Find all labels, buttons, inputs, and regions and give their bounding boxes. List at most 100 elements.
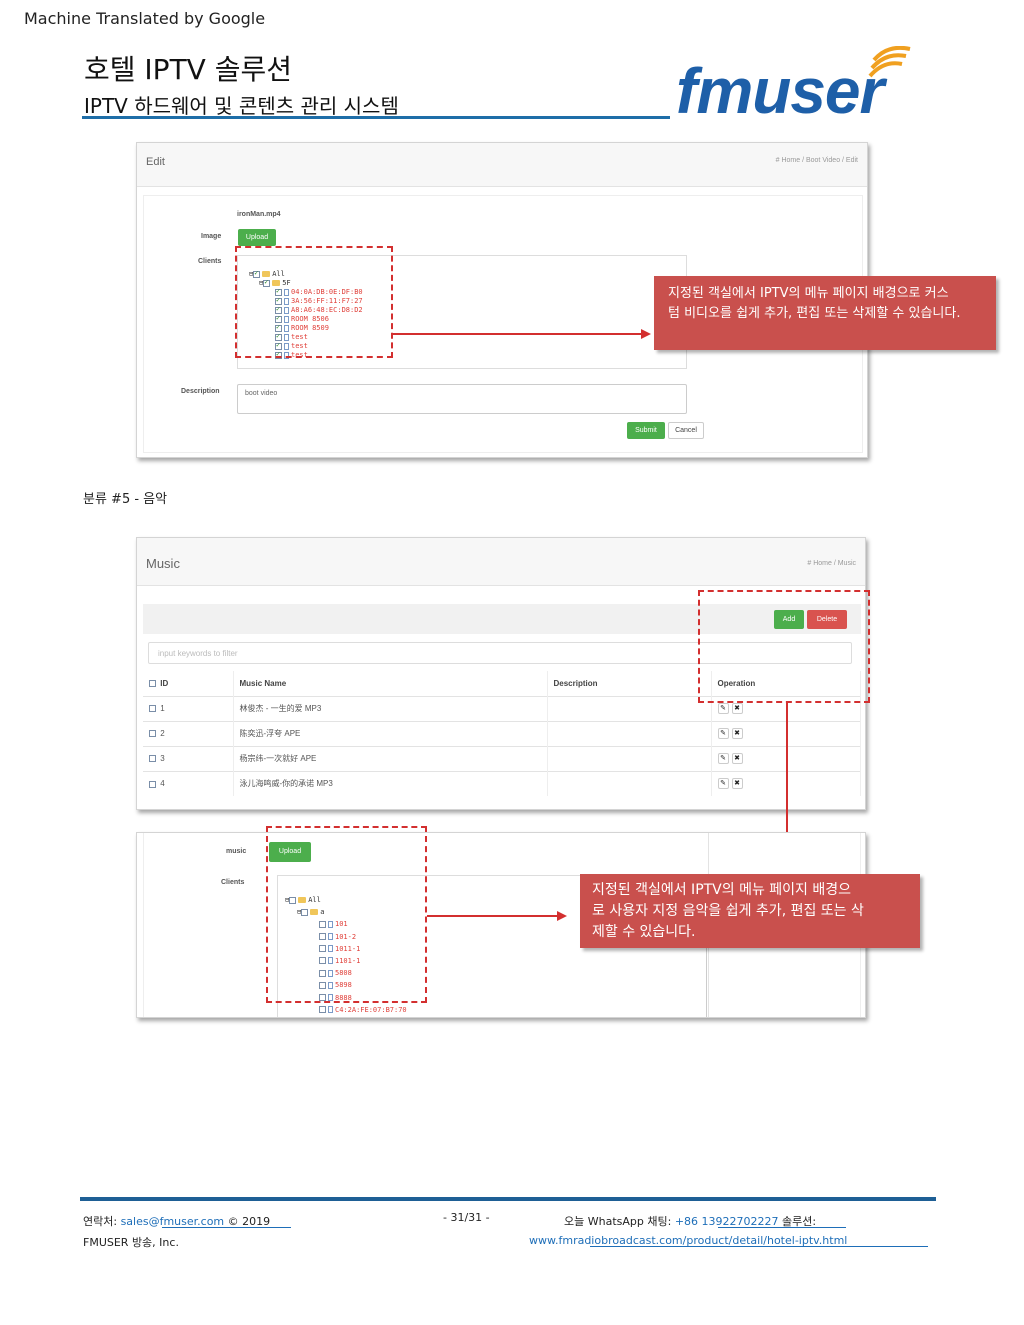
- phone-link[interactable]: +86 13922702227: [674, 1215, 779, 1228]
- callout-edit: 지정된 객실에서 IPTV의 메뉴 페이지 배경으로 커스 텀 비디오를 쉽게 …: [654, 276, 996, 350]
- filename-text: ironMan.mp4: [237, 211, 281, 218]
- description-label: Description: [181, 388, 220, 395]
- edit-pencil-icon[interactable]: ✎: [717, 753, 729, 764]
- footer-contact: 연락처: sales@fmuser.com © 2019: [83, 1213, 270, 1229]
- row-operation-cell: ✎✖: [711, 770, 861, 796]
- upload-clients-tree: ⊟All ⊟a 101 101-2 1011-1 1101-1 5808 589…: [285, 894, 407, 1016]
- edit-pencil-icon[interactable]: ✎: [717, 703, 729, 714]
- row-id-cell[interactable]: 2: [143, 720, 234, 746]
- document-title: 호텔 IPTV 솔루션: [84, 53, 293, 86]
- highlight-box-upload-tree: [266, 826, 427, 1003]
- table-row: 3 杨宗纬-一次就好 APE ✎✖: [143, 745, 861, 771]
- edit-breadcrumb[interactable]: # Home / Boot Video / Edit: [775, 157, 858, 164]
- tree-client-item[interactable]: 1011-1: [285, 943, 407, 955]
- tree-client-item[interactable]: ROOM 8509: [249, 323, 363, 333]
- whatsapp-prefix: 오늘 WhatsApp 채팅:: [564, 1215, 675, 1228]
- tree-root[interactable]: ⊟All: [285, 896, 321, 904]
- music-label: music: [226, 848, 247, 855]
- edit-panel-header: Edit # Home / Boot Video / Edit: [137, 143, 867, 187]
- clients-tree: ⊟All ⊟5F 04:0A:DB:0E:DF:B0 3A:56:FF:11:F…: [249, 269, 363, 360]
- tree-client-item[interactable]: C4:2A:FE:07:B7:70: [285, 1004, 407, 1016]
- submit-button[interactable]: Submit: [627, 422, 665, 439]
- delete-button[interactable]: Delete: [807, 610, 847, 629]
- row-operation-cell: ✎✖: [711, 695, 861, 721]
- page-number: - 31/31 -: [443, 1211, 490, 1224]
- solution-suffix: 솔루션:: [778, 1215, 817, 1228]
- table-row: 1 林俊杰 - 一生的爱 MP3 ✎✖: [143, 695, 861, 721]
- row-id-cell[interactable]: 4: [143, 770, 234, 796]
- callout-music-line3: 제할 수 있습니다.: [592, 924, 696, 940]
- column-header-description: Description: [547, 671, 712, 696]
- tree-client-item[interactable]: test: [249, 350, 363, 360]
- delete-x-icon[interactable]: ✖: [731, 778, 743, 790]
- highlight-box-operations: [698, 590, 870, 703]
- tree-client-item[interactable]: 5898: [285, 979, 407, 991]
- cancel-button[interactable]: Cancel: [668, 422, 704, 439]
- arrow-head: [557, 911, 567, 921]
- row-operation-cell: ✎✖: [711, 745, 861, 771]
- filter-placeholder: input keywords to filter: [158, 649, 238, 658]
- contact-underline: [162, 1227, 291, 1228]
- tree-root[interactable]: ⊟All: [249, 269, 363, 279]
- tree-client-item[interactable]: 1101-1: [285, 955, 407, 967]
- music-toolbar: [143, 604, 861, 634]
- row-name-cell: 林俊杰 - 一生的爱 MP3: [233, 695, 548, 721]
- delete-x-icon[interactable]: ✖: [731, 753, 743, 764]
- image-upload-button[interactable]: Upload: [238, 229, 276, 246]
- column-header-operation: Operation: [711, 671, 861, 696]
- edit-pencil-icon[interactable]: ✎: [717, 728, 729, 739]
- footer-whatsapp: 오늘 WhatsApp 채팅: +86 13922702227 솔루션:: [564, 1213, 816, 1229]
- column-header-id[interactable]: ID: [143, 671, 234, 696]
- tree-client-item[interactable]: 04:0A:DB:0E:DF:B0: [249, 287, 363, 297]
- tree-client-item[interactable]: 101: [285, 918, 407, 930]
- tree-client-item[interactable]: test: [249, 332, 363, 342]
- description-value: boot video: [245, 390, 278, 397]
- logo-text: fmuser: [676, 55, 884, 127]
- row-description-cell: [547, 695, 712, 721]
- row-name-cell: 陈奕迅-浮夸 APE: [233, 720, 548, 746]
- table-header-row: ID Music Name Description Operation: [143, 671, 861, 696]
- description-field[interactable]: boot video: [237, 384, 687, 414]
- edit-panel-title: Edit: [146, 156, 165, 168]
- solution-url-link[interactable]: www.fmradiobroadcast.com/product/detail/…: [529, 1234, 848, 1247]
- row-id-cell[interactable]: 3: [143, 745, 234, 771]
- filter-input[interactable]: input keywords to filter: [148, 642, 852, 664]
- row-name-cell: 泳儿海鸣威-你的承诺 MP3: [233, 770, 548, 796]
- callout-music-line1: 지정된 객실에서 IPTV의 메뉴 페이지 배경으: [592, 882, 852, 898]
- arrow-to-callout2: [427, 915, 557, 917]
- music-panel-header: Music # Home / Music: [137, 538, 865, 586]
- tree-client-item[interactable]: 5808: [285, 967, 407, 979]
- delete-x-icon[interactable]: ✖: [731, 728, 743, 739]
- section-heading: 분류 #5 - 음악: [83, 492, 168, 507]
- tree-group[interactable]: ⊟5F: [249, 278, 363, 288]
- footer-rule: [80, 1197, 936, 1201]
- music-panel-title: Music: [146, 556, 180, 571]
- music-table: ID Music Name Description Operation 1 林俊…: [143, 671, 861, 796]
- image-label: Image: [201, 233, 222, 240]
- row-name-cell: 杨宗纬-一次就好 APE: [233, 745, 548, 771]
- email-link[interactable]: sales@fmuser.com: [120, 1215, 225, 1228]
- clients-label: Clients: [198, 258, 222, 265]
- table-row: 2 陈奕迅-浮夸 APE ✎✖: [143, 720, 861, 746]
- tree-client-item[interactable]: 101-2: [285, 931, 407, 943]
- delete-x-icon[interactable]: ✖: [731, 703, 743, 714]
- arrow-down-to-callout2: [786, 703, 788, 837]
- copyright-text: © 2019: [224, 1215, 271, 1228]
- add-button[interactable]: Add: [774, 610, 804, 629]
- tree-client-item[interactable]: 8888: [285, 992, 407, 1004]
- company-name: FMUSER 방송, Inc.: [83, 1236, 179, 1249]
- tree-group[interactable]: ⊟a: [297, 908, 325, 917]
- row-description-cell: [547, 770, 712, 796]
- arrow-head: [641, 329, 651, 339]
- music-breadcrumb[interactable]: # Home / Music: [807, 560, 856, 567]
- upload-clients-label: Clients: [221, 879, 245, 886]
- title-underline: [82, 116, 670, 119]
- callout-edit-line1: 지정된 객실에서 IPTV의 메뉴 페이지 배경으로 커스: [668, 286, 949, 301]
- table-row: 4 泳儿海鸣威-你的承诺 MP3 ✎✖: [143, 770, 861, 796]
- row-id-cell[interactable]: 1: [143, 695, 234, 721]
- edit-pencil-icon[interactable]: ✎: [717, 778, 729, 790]
- contact-prefix: 연락처:: [83, 1215, 121, 1228]
- arrow-to-callout1: [393, 333, 641, 335]
- music-upload-button[interactable]: Upload: [269, 842, 311, 862]
- row-description-cell: [547, 720, 712, 746]
